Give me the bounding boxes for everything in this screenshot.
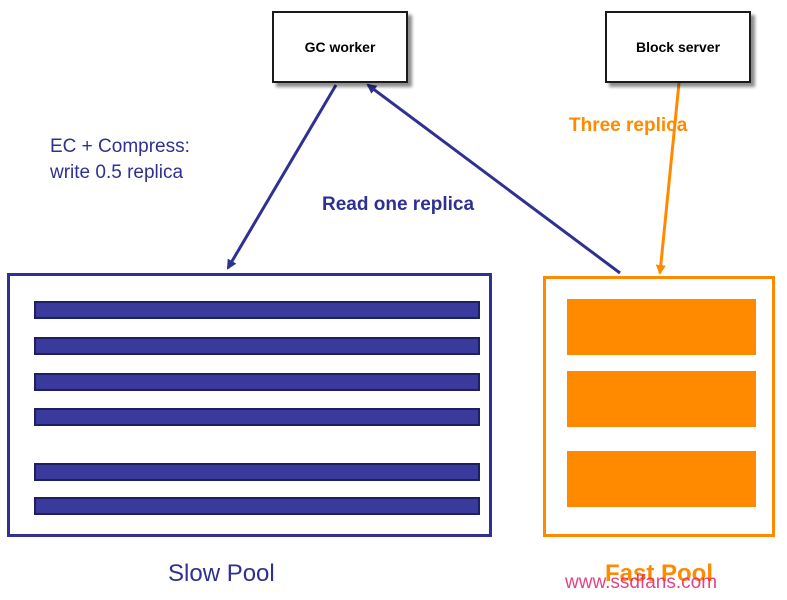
fast-pool-block xyxy=(567,371,756,427)
slow-pool-bar xyxy=(34,463,480,481)
gc-worker-node: GC worker xyxy=(272,11,408,83)
arrow-gc-to-slow xyxy=(226,84,338,270)
slow-pool-box xyxy=(7,273,492,537)
watermark: www.ssdfans.com xyxy=(565,572,718,593)
fast-pool-block xyxy=(567,451,756,507)
slow-pool-label: Slow Pool xyxy=(168,560,275,587)
block-server-label: Block server xyxy=(635,39,721,55)
block-server-node: Block server xyxy=(605,11,751,83)
fast-pool-block xyxy=(567,299,756,355)
slow-pool-bar xyxy=(34,497,480,515)
three-replica-label: Three replica xyxy=(569,115,688,136)
arrow-fast-to-gc xyxy=(366,83,621,275)
arrow-bs-to-fast xyxy=(655,82,681,275)
slow-pool-bar xyxy=(34,373,480,391)
ec-compress-line2: write 0.5 replica xyxy=(50,162,184,183)
read-one-replica-label: Read one replica xyxy=(322,194,475,215)
slow-pool-bar xyxy=(34,301,480,319)
ec-compress-line1: EC + Compress: xyxy=(50,136,190,157)
fast-pool-box xyxy=(543,276,775,537)
slow-pool-bar xyxy=(34,408,480,426)
fast-pool-label: Fast Pool xyxy=(605,560,714,587)
gc-worker-label: GC worker xyxy=(304,39,376,55)
slow-pool-bar xyxy=(34,337,480,355)
ec-compress-label: EC + Compress: write 0.5 replica xyxy=(50,134,190,186)
